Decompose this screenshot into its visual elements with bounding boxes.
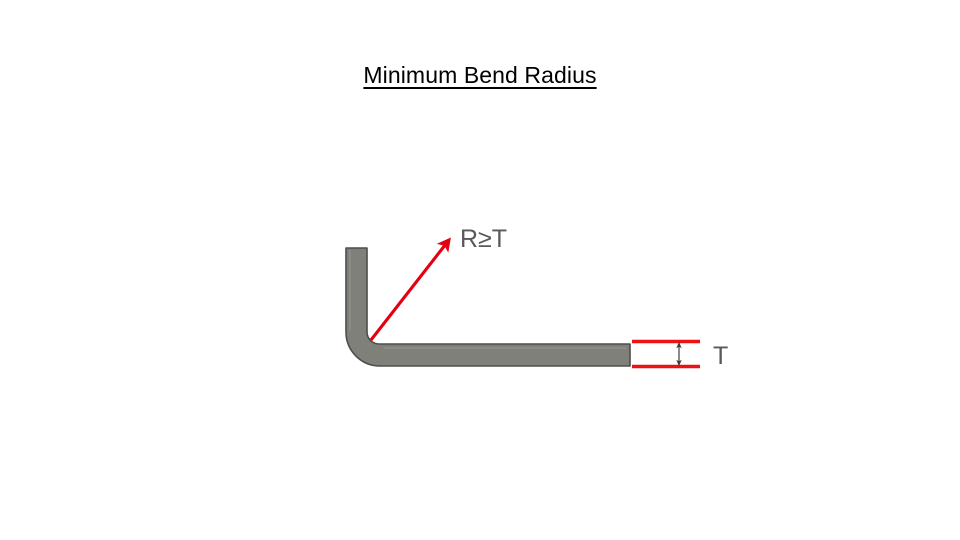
radius-leader-arrow [369,237,451,341]
radius-label: R≥T [460,225,507,253]
page-title: Minimum Bend Radius [0,60,960,90]
dimension-arrowhead-down-icon [676,359,682,367]
thickness-label: T [713,342,728,370]
page-title-text: Minimum Bend Radius [363,62,597,88]
radius-arrow-icon [369,237,451,341]
thickness-dimension [632,339,700,369]
part-outline [345,247,631,367]
dimension-arrowhead-up-icon [676,341,682,349]
bent-sheet-part [345,247,631,367]
